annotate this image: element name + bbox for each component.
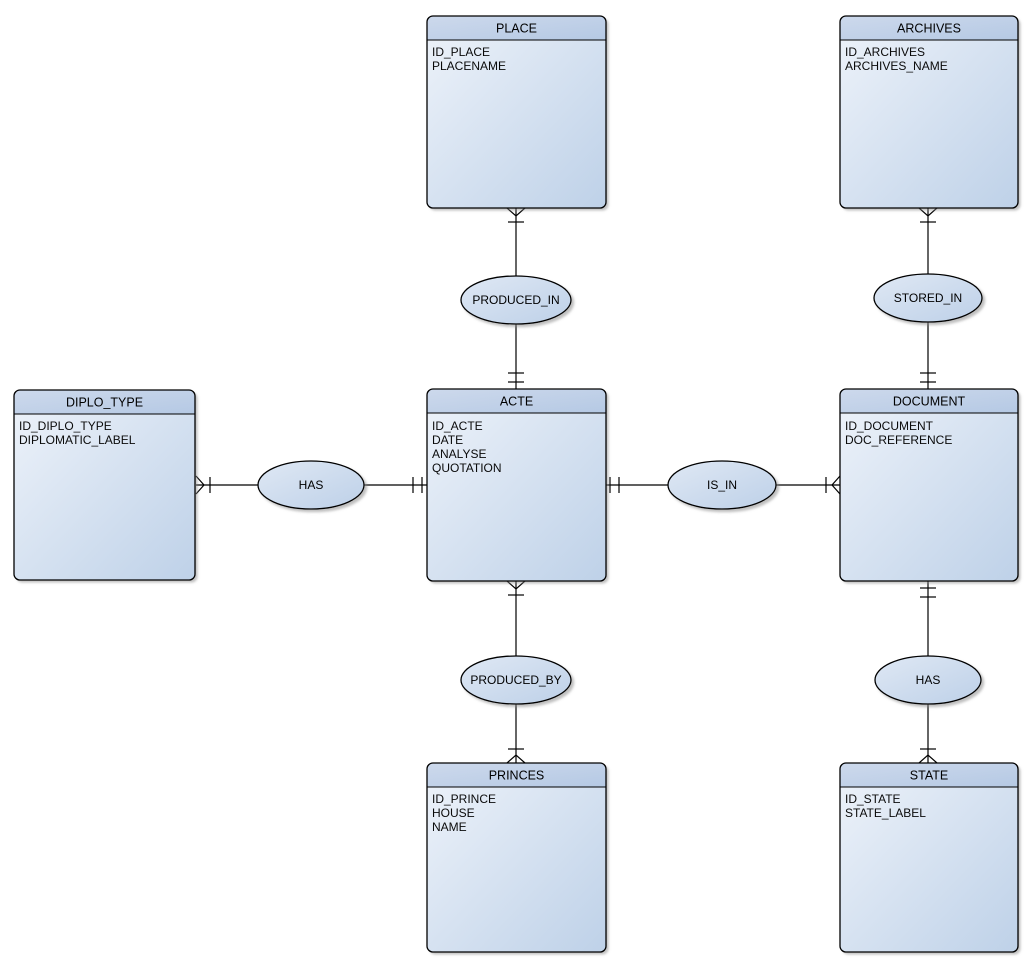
relationship-has-diplo-type[interactable]: HAS	[257, 460, 365, 510]
relationship-has-state-label: HAS	[916, 673, 941, 687]
crow-foot-many-princes-end	[506, 754, 526, 764]
connector-acte-produced-by-princes[interactable]	[506, 580, 526, 764]
relationship-has-state-shape[interactable]	[874, 655, 982, 705]
entity-acte-outline	[426, 388, 607, 582]
relationship-produced-by[interactable]: PRODUCED_BY	[460, 655, 572, 705]
attribute-label: ARCHIVES_NAME	[845, 59, 948, 73]
attribute-label: ID_PLACE	[432, 45, 490, 59]
attribute-label: ID_PRINCE	[432, 792, 496, 806]
connector-place-produced-in[interactable]	[506, 207, 526, 389]
crow-foot-many-acte-end	[506, 580, 526, 590]
entity-diplo-type-title: DIPLO_TYPE	[66, 396, 143, 410]
crow-foot-many-place-end	[506, 207, 526, 217]
entity-state-header[interactable]	[840, 763, 1018, 787]
relationship-produced-by-label: PRODUCED_BY	[470, 673, 561, 687]
entity-document-header[interactable]	[840, 389, 1018, 413]
entity-place[interactable]: PLACE ID_PLACE PLACENAME	[426, 15, 607, 209]
entity-princes-header[interactable]	[427, 763, 606, 787]
entity-princes-title: PRINCES	[489, 769, 545, 783]
relationship-stored-in-label: STORED_IN	[894, 291, 962, 305]
attribute-label: ID_STATE	[845, 792, 901, 806]
entity-archives[interactable]: ARCHIVES ID_ARCHIVES ARCHIVES_NAME	[839, 15, 1019, 209]
entity-acte[interactable]: ACTE ID_ACTE DATE ANALYSE QUOTATION	[426, 388, 607, 582]
entity-place-body[interactable]	[427, 16, 606, 208]
attribute-label: ID_ARCHIVES	[845, 45, 925, 59]
entity-place-outline	[426, 15, 607, 209]
connector-document-has-state[interactable]	[918, 581, 938, 764]
relationship-produced-in-label: PRODUCED_IN	[472, 293, 559, 307]
attribute-label: DIPLOMATIC_LABEL	[19, 433, 136, 447]
entity-diplo-type-header[interactable]	[14, 390, 195, 414]
entity-document-body[interactable]	[840, 389, 1018, 581]
entity-archives-header[interactable]	[840, 16, 1018, 40]
entity-document-title: DOCUMENT	[893, 395, 966, 409]
entity-archives-outline	[839, 15, 1019, 209]
entity-acte-header[interactable]	[427, 389, 606, 413]
relationship-produced-in[interactable]: PRODUCED_IN	[460, 275, 572, 325]
crow-foot-many-state-end	[918, 754, 938, 764]
attribute-label: PLACENAME	[432, 59, 506, 73]
entity-state-title: STATE	[910, 769, 948, 783]
entity-archives-body[interactable]	[840, 16, 1018, 208]
entity-place-title: PLACE	[496, 22, 537, 36]
attribute-label: NAME	[432, 820, 467, 834]
relationship-stored-in[interactable]: STORED_IN	[873, 273, 983, 323]
relationship-is-in-shape[interactable]	[667, 460, 777, 510]
entity-state-body[interactable]	[840, 763, 1018, 952]
attribute-label: ID_ACTE	[432, 419, 483, 433]
entity-state-outline	[839, 762, 1019, 953]
attribute-label: DATE	[432, 433, 463, 447]
entity-diplo-type-body[interactable]	[14, 390, 195, 580]
connector-archives-stored-in[interactable]	[918, 207, 938, 389]
relationship-is-in[interactable]: IS_IN	[667, 460, 777, 510]
crow-foot-many-document-end	[831, 475, 841, 495]
entity-acte-title: ACTE	[500, 395, 533, 409]
entity-document-outline	[839, 388, 1019, 582]
attribute-label: STATE_LABEL	[845, 806, 926, 820]
entity-princes-outline	[426, 762, 607, 953]
entity-document[interactable]: DOCUMENT ID_DOCUMENT DOC_REFERENCE	[839, 388, 1019, 582]
entity-princes-body[interactable]	[427, 763, 606, 952]
attribute-label: ID_DIPLO_TYPE	[19, 419, 112, 433]
relationship-produced-in-shape[interactable]	[460, 275, 572, 325]
connector-acte-is-in-document[interactable]	[606, 475, 841, 495]
attribute-label: HOUSE	[432, 806, 475, 820]
entity-acte-body[interactable]	[427, 389, 606, 581]
entity-state[interactable]: STATE ID_STATE STATE_LABEL	[839, 762, 1019, 953]
relationship-produced-by-shape[interactable]	[460, 655, 572, 705]
entity-place-header[interactable]	[427, 16, 606, 40]
attribute-label: DOC_REFERENCE	[845, 433, 952, 447]
relationship-is-in-label: IS_IN	[707, 478, 737, 492]
attribute-label: ID_DOCUMENT	[845, 419, 934, 433]
crow-foot-many-archives-end	[918, 207, 938, 217]
entity-diplo-type-outline	[13, 389, 196, 581]
entity-princes[interactable]: PRINCES ID_PRINCE HOUSE NAME	[426, 762, 607, 953]
connector-diplo-type-has[interactable]	[195, 475, 427, 495]
entity-archives-title: ARCHIVES	[897, 22, 961, 36]
relationship-stored-in-shape[interactable]	[873, 273, 983, 323]
attribute-label: ANALYSE	[432, 447, 486, 461]
attribute-label: QUOTATION	[432, 461, 502, 475]
relationship-has-state[interactable]: HAS	[874, 655, 982, 705]
crow-foot-many-diplo-type-end	[195, 475, 205, 495]
entity-diplo-type[interactable]: DIPLO_TYPE ID_DIPLO_TYPE DIPLOMATIC_LABE…	[13, 389, 196, 581]
relationship-has-diplo-type-shape[interactable]	[257, 460, 365, 510]
relationship-has-diplo-type-label: HAS	[299, 478, 324, 492]
